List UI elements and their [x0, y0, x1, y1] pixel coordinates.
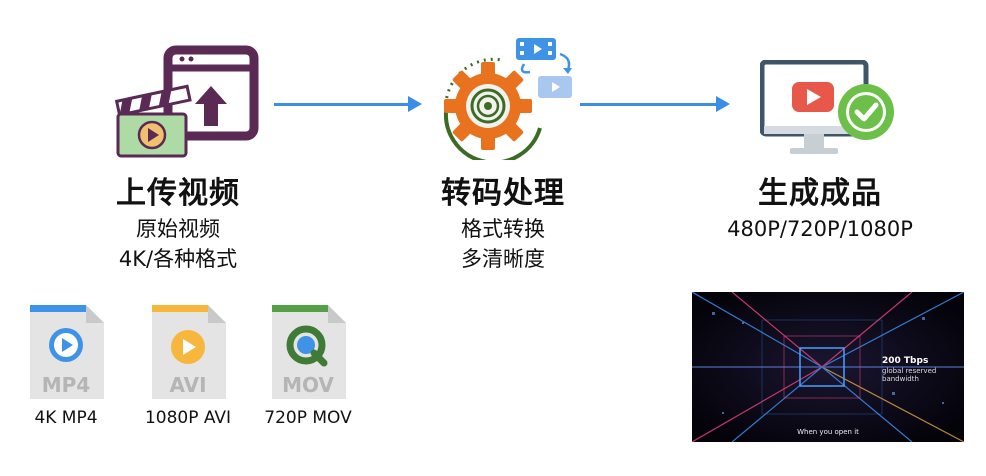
- video-headline: 200 Tbps: [882, 356, 929, 366]
- file-icon-mp4: MP4: [28, 305, 104, 399]
- step-desc-line: 480P/720P/1080P: [727, 217, 913, 241]
- flow-arrow: [580, 96, 730, 112]
- video-preview[interactable]: 200 Tbps global reserved bandwidth When …: [692, 292, 964, 442]
- file-label: 1080P AVI: [144, 408, 232, 428]
- step-title-upload: 上传视频: [116, 176, 240, 211]
- step-desc-output: 480P/720P/1080P: [700, 214, 940, 244]
- step-desc-line: 原始视频: [136, 217, 220, 241]
- file-tag: AVI: [169, 373, 207, 397]
- upload-video-icon: [112, 44, 262, 160]
- file-icon-avi: AVI: [150, 305, 226, 399]
- video-subline: global reserved bandwidth: [882, 367, 937, 383]
- step-desc-line: 格式转换: [461, 217, 545, 241]
- video-frame-graphic: [692, 292, 964, 442]
- step-title-output: 生成成品: [758, 176, 882, 211]
- transcode-gear-icon: [430, 36, 580, 165]
- monitor-check-icon: [759, 59, 900, 160]
- file-label: 720P MOV: [264, 408, 352, 428]
- step-desc-transcode: 格式转换 多清晰度: [403, 214, 603, 274]
- step-desc-upload: 原始视频 4K/各种格式: [78, 214, 278, 274]
- step-title-transcode: 转码处理: [441, 176, 565, 211]
- step-desc-line: 多清晰度: [461, 247, 545, 271]
- file-label: 4K MP4: [34, 408, 98, 428]
- flow-arrow: [274, 96, 422, 112]
- step-desc-line: 4K/各种格式: [118, 247, 238, 271]
- file-tag: MOV: [282, 373, 334, 397]
- video-caption: When you open it: [797, 428, 859, 436]
- file-icon-mov: MOV: [270, 305, 346, 399]
- file-tag: MP4: [41, 373, 91, 397]
